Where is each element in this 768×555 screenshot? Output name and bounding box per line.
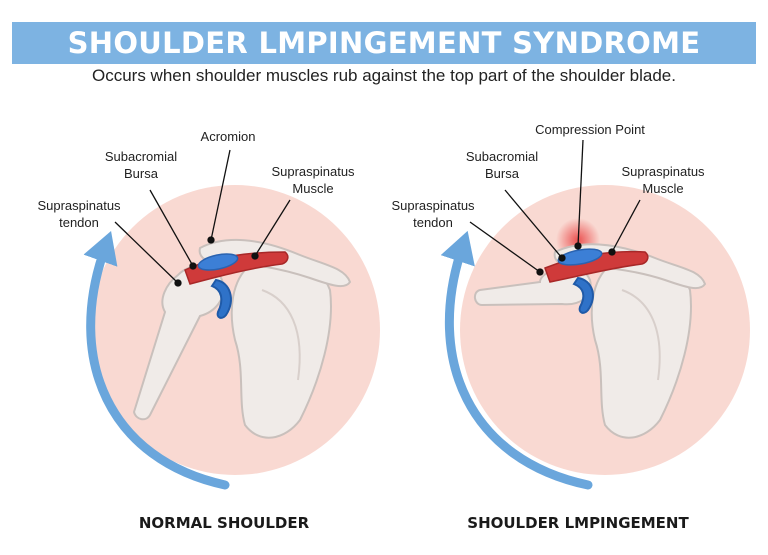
normal-label-subacromial-line2: Bursa [124, 166, 159, 181]
impinged-label-compression-point: Compression Point [535, 122, 645, 137]
normal-shoulder-caption: NORMAL SHOULDER [139, 514, 310, 532]
normal-joint-cartilage [210, 278, 232, 319]
impinged-motion-arrow [440, 230, 593, 490]
impinged-joint-cartilage [572, 276, 594, 314]
impinged-label-subacromial-line2: Bursa [485, 166, 520, 181]
impinged-label-supraspinatus-tendon-line1: Supraspinatus [391, 198, 475, 213]
normal-label-supraspinatus-tendon-line1: Supraspinatus [37, 198, 121, 213]
normal-label-acromion: Acromion [201, 129, 256, 144]
impinged-label-supraspinatus-muscle-line2: Muscle [642, 181, 683, 196]
title-banner: SHOULDER LMPINGEMENT SYNDROME [12, 22, 756, 64]
page-title: SHOULDER LMPINGEMENT SYNDROME [67, 26, 701, 60]
impinged-scapula-edge [621, 289, 661, 381]
impinged-shoulder-illustration: Compression Point Subacromial Bursa Supr… [391, 122, 750, 532]
impinged-label-supraspinatus-tendon-line2: tendon [413, 215, 453, 230]
normal-scapula-edge [261, 289, 301, 381]
normal-motion-arrow [83, 231, 230, 490]
impinged-shoulder-caption: SHOULDER LMPINGEMENT [467, 514, 689, 532]
normal-subacromial-bursa [197, 253, 239, 271]
impinged-label-subacromial-line1: Subacromial [466, 149, 538, 164]
normal-shoulder-illustration: Acromion Subacromial Bursa Supraspinatus… [37, 129, 380, 532]
normal-label-supraspinatus-muscle-line2: Muscle [292, 181, 333, 196]
normal-label-supraspinatus-muscle-line1: Supraspinatus [271, 164, 355, 179]
normal-label-supraspinatus-tendon-line2: tendon [59, 215, 99, 230]
page-subtitle: Occurs when shoulder muscles rub against… [91, 66, 676, 85]
impinged-subacromial-bursa [557, 248, 603, 266]
impinged-label-supraspinatus-muscle-line1: Supraspinatus [621, 164, 705, 179]
normal-label-subacromial-line1: Subacromial [105, 149, 177, 164]
